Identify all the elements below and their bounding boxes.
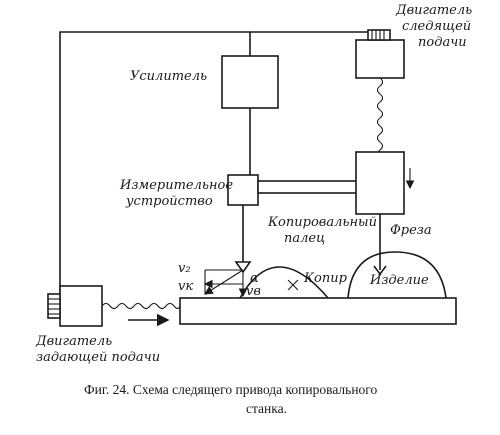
- driving-flexible-shaft: [101, 302, 181, 310]
- tracer-finger-tip: [234, 261, 252, 274]
- label-workpiece: Изделие: [369, 273, 429, 288]
- feed-motor-shaft-cap: [367, 29, 391, 41]
- connecting-rod: [257, 180, 359, 194]
- label-measuring-2: устройство: [125, 194, 213, 209]
- label-feed-motor-3: подачи: [418, 35, 467, 50]
- label-feed-motor-2: следящей: [402, 19, 471, 34]
- driving-motor-box: [59, 285, 103, 327]
- label-tracer-1: Копировальный: [267, 215, 377, 230]
- driving-motor-shaft-cap: [47, 293, 61, 319]
- label-driving-motor-1: Двигатель: [35, 334, 112, 349]
- label-template: Копир: [303, 271, 348, 286]
- label-driving-motor-2: задающей подачи: [36, 350, 160, 365]
- feed-motor-box: [355, 39, 405, 79]
- label-cutter: Фреза: [390, 223, 432, 238]
- label-feed-motor-1: Двигатель: [395, 3, 472, 18]
- symbol-alpha: α: [250, 271, 259, 286]
- measuring-device-box: [227, 174, 259, 206]
- label-amplifier: Усилитель: [130, 69, 207, 84]
- caption-line-2: станка.: [246, 401, 287, 416]
- caption-line-1: Фиг. 24. Схема следящего привода копиров…: [84, 382, 377, 397]
- symbol-vs: vв: [246, 284, 261, 299]
- machine-table: [179, 297, 457, 325]
- feed-flexible-shaft: [376, 77, 384, 157]
- cutter-head-box: [355, 151, 405, 215]
- symbol-vk: vк: [178, 279, 193, 294]
- label-measuring-1: Измерительное: [119, 178, 233, 193]
- label-tracer-2: палец: [284, 231, 325, 246]
- symbol-v2: v₂: [178, 261, 191, 276]
- workpiece-profile: [347, 251, 447, 299]
- v-resultant-arrow: [204, 269, 244, 295]
- amplifier-box: [221, 55, 279, 109]
- template-profile: [239, 266, 329, 299]
- left-feedback-wire: [59, 31, 250, 294]
